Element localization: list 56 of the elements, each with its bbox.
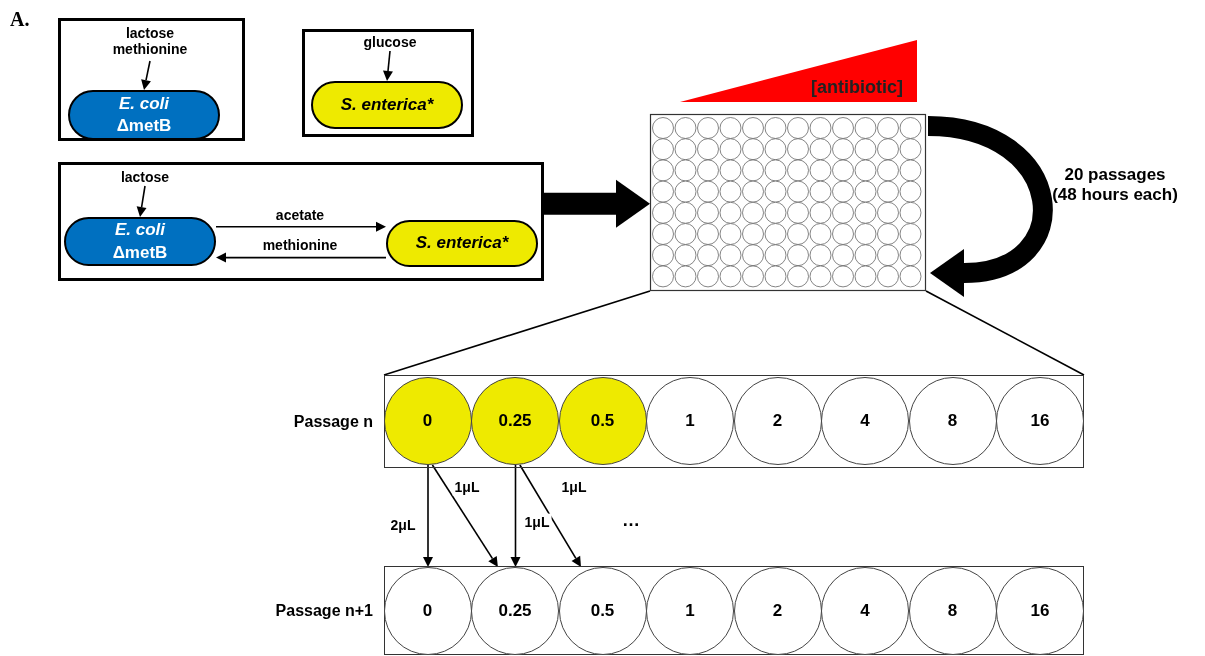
arrow — [383, 50, 393, 81]
panel-frame — [302, 29, 474, 137]
arrow — [544, 179, 650, 228]
concentration-value: 8 — [947, 410, 958, 431]
panel-frame — [58, 162, 544, 281]
arrow — [216, 252, 387, 263]
concentration-value: 2 — [772, 410, 783, 431]
concentration-value: 16 — [1030, 410, 1050, 431]
well — [383, 566, 472, 655]
zoom-line — [383, 290, 651, 376]
concentration-value: 4 — [860, 410, 870, 431]
arrow — [423, 464, 433, 567]
cell-pill — [64, 217, 216, 266]
concentration-value: 0.25 — [498, 600, 532, 621]
cell-pill — [68, 90, 220, 140]
concentration-value: 0.5 — [590, 410, 615, 431]
concentration-value: 8 — [947, 600, 958, 621]
strain-name: E. coli — [118, 92, 170, 115]
ellipsis: … — [622, 510, 640, 531]
arrow — [215, 221, 386, 232]
passage-label: Passage n+1 — [275, 601, 373, 620]
curved-arrow — [927, 116, 1053, 297]
arrow — [141, 60, 151, 90]
concentration-value: 4 — [860, 600, 870, 621]
wedge-label: [antibiotic] — [811, 77, 903, 98]
strain-name: S. enterica* — [340, 93, 434, 116]
concentration-value: 1 — [685, 410, 695, 431]
nutrient-label: lactose methionine — [111, 24, 189, 58]
nutrient-label: lactose — [120, 168, 170, 186]
edge-label: 1μL — [522, 513, 552, 531]
well — [996, 376, 1084, 465]
well — [996, 566, 1084, 655]
concentration-value: 0 — [422, 410, 433, 431]
well — [383, 376, 472, 465]
concentration-value: 2 — [772, 600, 783, 621]
edge-label: 20 passages (48 hours each) — [1051, 164, 1179, 206]
strain-name: ΔmetB — [112, 241, 168, 264]
concentration-value: 1 — [685, 600, 695, 621]
concentration-value: 0.5 — [590, 600, 615, 621]
cell-pill — [386, 220, 538, 267]
concentration-value: 16 — [1030, 600, 1050, 621]
zoom-line — [925, 290, 1085, 376]
strain-name: E. coli — [114, 219, 166, 242]
concentration-value: 0.25 — [498, 410, 532, 431]
panel-frame — [58, 18, 245, 141]
strain-name: S. enterica* — [415, 232, 509, 255]
arrow — [519, 464, 581, 567]
nutrient-label: glucose — [363, 33, 417, 51]
passage-label: Passage n — [293, 412, 373, 431]
arrow — [431, 464, 498, 567]
strain-name: ΔmetB — [116, 115, 172, 137]
arrow — [136, 185, 147, 217]
arrow — [510, 464, 521, 567]
cell-pill — [311, 81, 463, 129]
panel-letter: A. — [10, 8, 30, 31]
concentration-value: 0 — [422, 600, 433, 621]
